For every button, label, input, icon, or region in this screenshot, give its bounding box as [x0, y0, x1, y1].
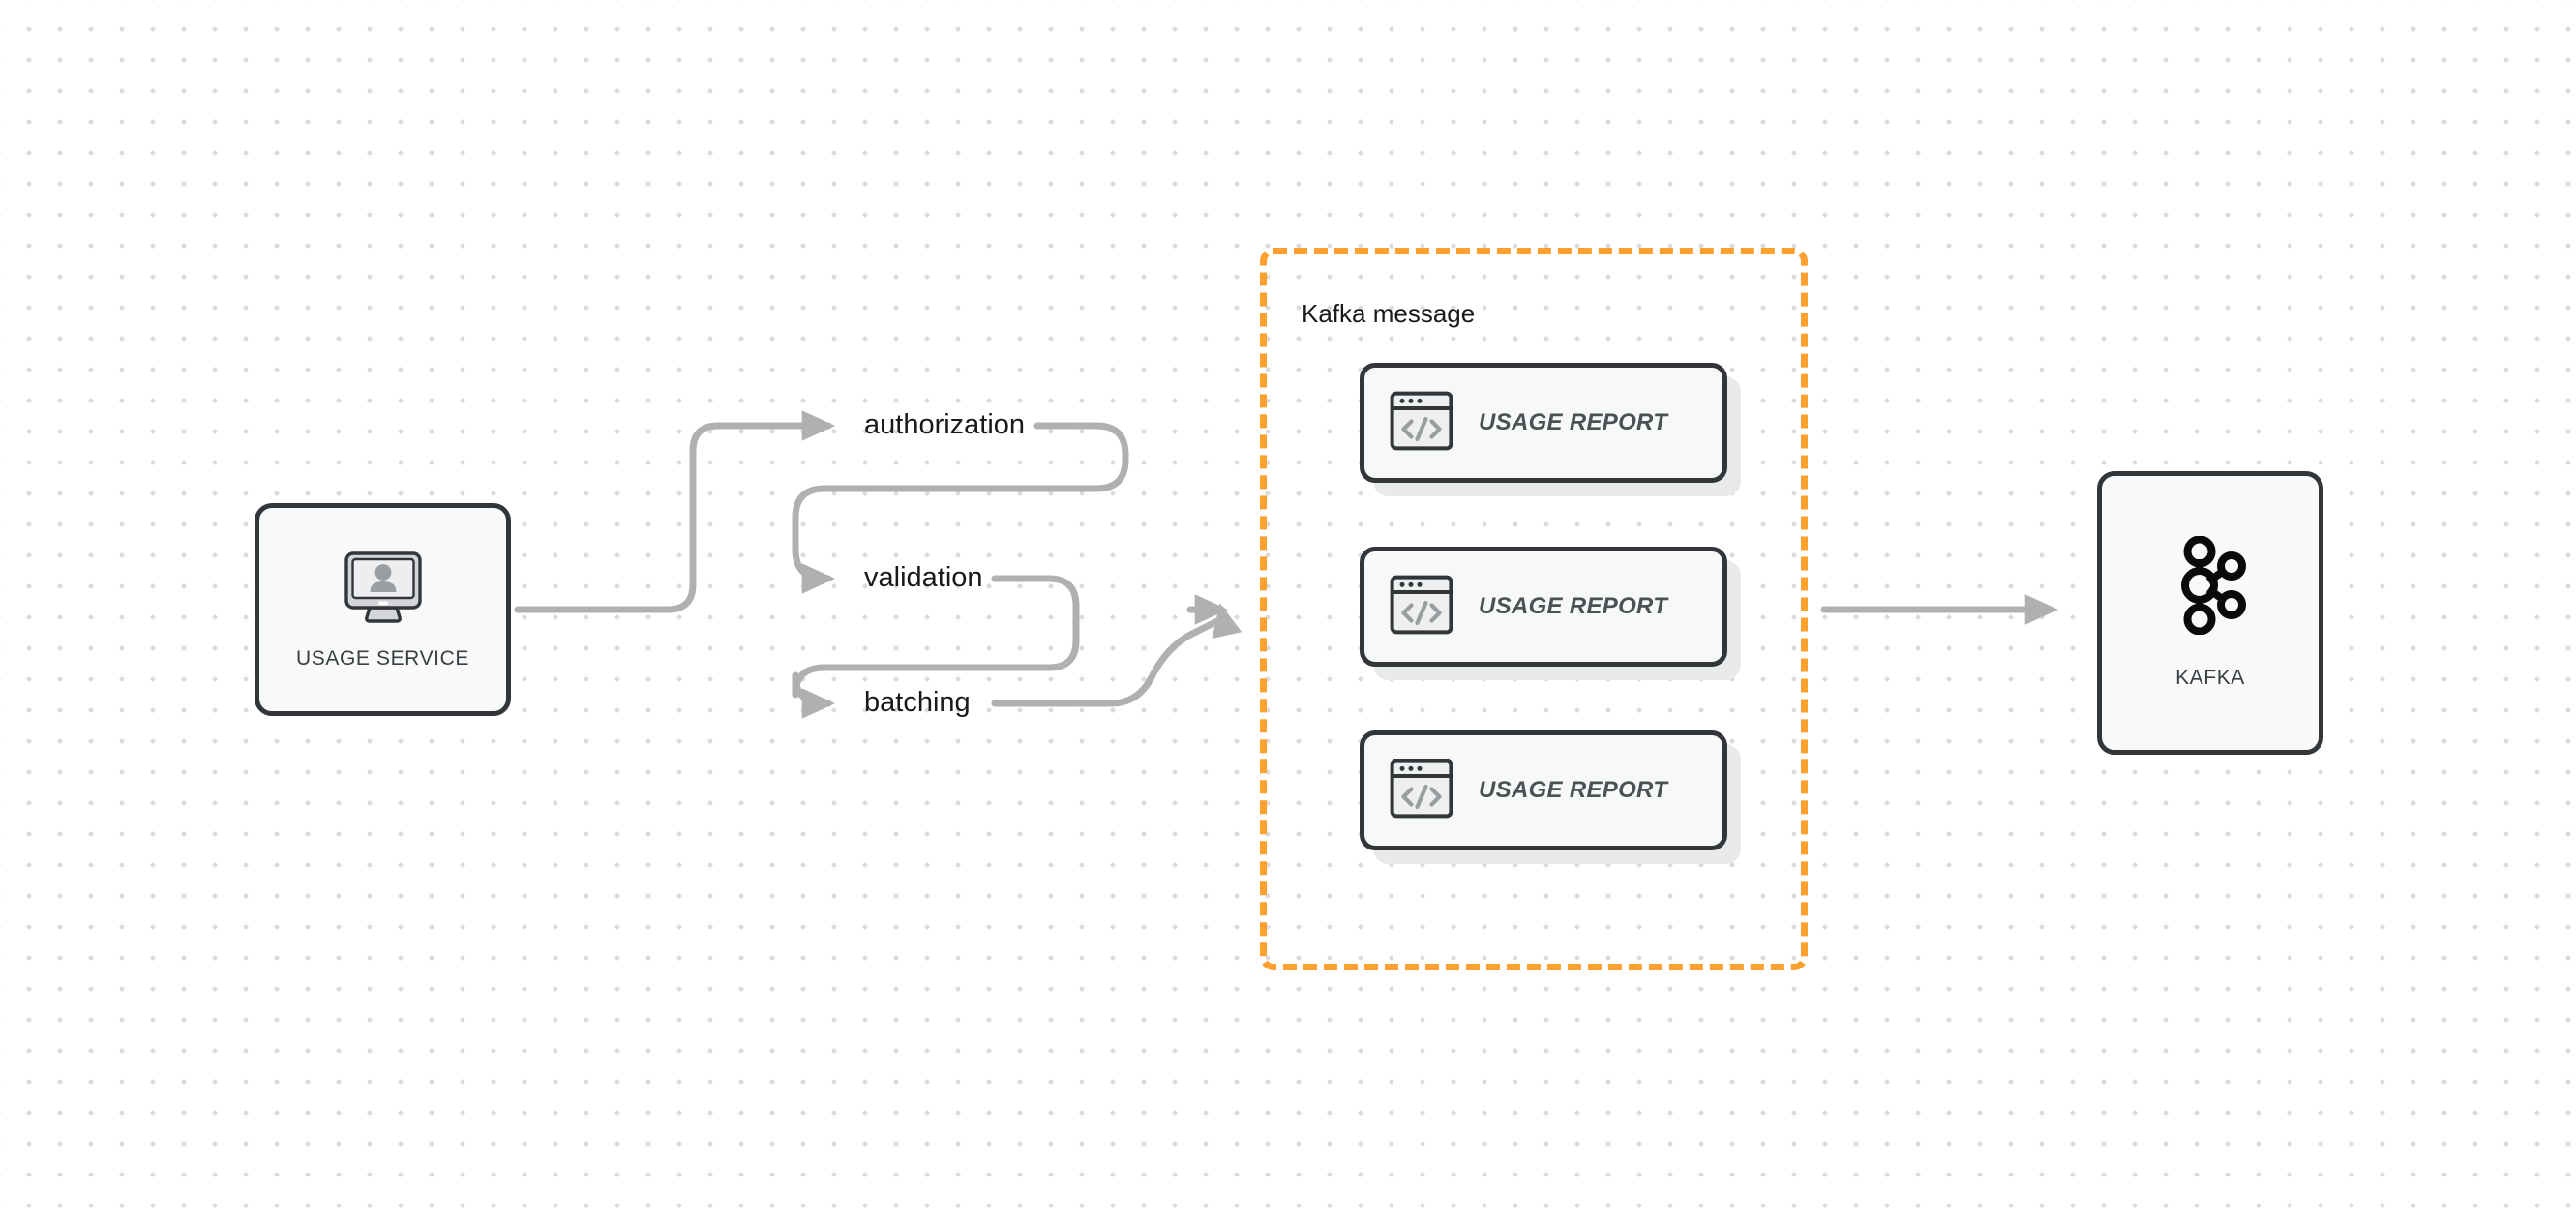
usage-report-card-label: USAGE REPORT — [1479, 409, 1668, 435]
step-label-validation[interactable]: validation — [864, 562, 983, 593]
step-label-batching[interactable]: batching — [864, 687, 971, 718]
card-front[interactable]: USAGE REPORT — [1360, 363, 1727, 483]
node-usage-service-label: USAGE SERVICE — [296, 646, 469, 670]
node-kafka[interactable]: KAFKA — [2097, 471, 2323, 755]
usage-report-card-label: USAGE REPORT — [1479, 777, 1668, 803]
usage-report-card-label: USAGE REPORT — [1479, 593, 1668, 619]
wire-batching-to-kafka-message — [991, 603, 1243, 707]
group-kafka-message[interactable]: Kafka message USAGE REP — [1260, 248, 1808, 970]
code-window-icon — [1390, 391, 1453, 456]
code-window-icon — [1390, 575, 1453, 640]
wire-service-to-authorization — [514, 410, 835, 613]
step-label-authorization[interactable]: authorization — [864, 409, 1026, 440]
usage-report-card[interactable]: USAGE REPORT — [1360, 547, 1741, 680]
wire-authorization-to-validation — [792, 422, 1129, 594]
card-front[interactable]: USAGE REPORT — [1360, 730, 1727, 850]
usage-report-card[interactable]: USAGE REPORT — [1360, 363, 1741, 496]
code-window-icon — [1390, 759, 1453, 823]
node-usage-service[interactable]: USAGE SERVICE — [255, 503, 511, 716]
usage-report-card[interactable]: USAGE REPORT — [1360, 730, 1741, 864]
group-kafka-message-title: Kafka message — [1302, 299, 1476, 328]
wire-validation-to-batching — [792, 575, 1080, 719]
node-kafka-label: KAFKA — [2175, 667, 2245, 689]
card-front[interactable]: USAGE REPORT — [1360, 547, 1727, 667]
monitor-user-icon — [342, 550, 425, 630]
kafka-logo-icon — [2170, 535, 2251, 640]
